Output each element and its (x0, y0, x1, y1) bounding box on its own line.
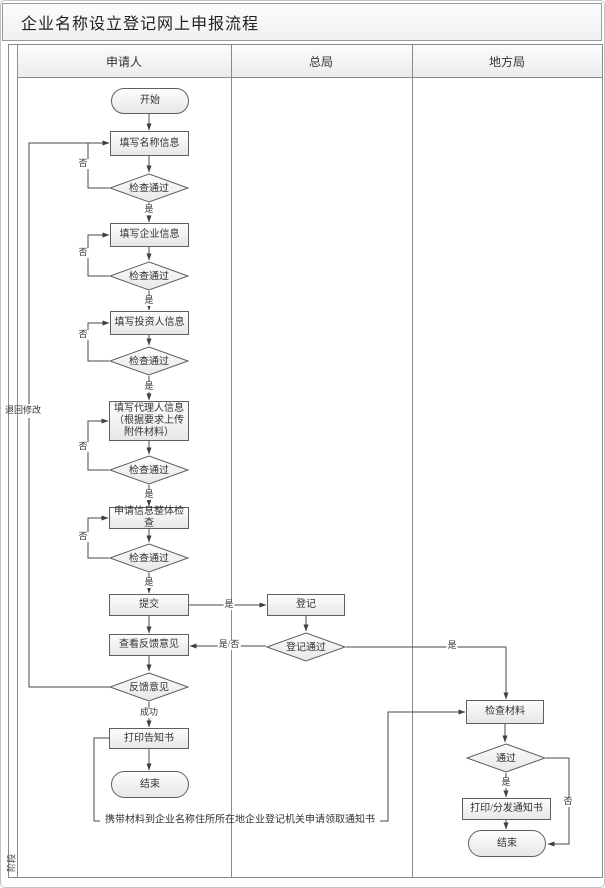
decision-check-3: 检查通过 (108, 346, 190, 376)
node-end-local: 结束 (468, 830, 546, 857)
svg-text:反馈意见: 反馈意见 (129, 681, 169, 694)
svg-text:检查通过: 检查通过 (129, 464, 169, 477)
wire-bringmaterials-a (93, 737, 109, 822)
page-title: 企业名称设立登记网上申报流程 (21, 16, 260, 33)
wire-feedback-return-b (28, 142, 101, 404)
wire-check5-no (87, 515, 109, 559)
decision-check-5: 检查通过 (108, 543, 190, 573)
wire-check1-no (87, 140, 110, 189)
node-print-notice: 打印告知书 (109, 728, 189, 749)
node-submit: 提交 (109, 594, 189, 616)
decision-feedback: 反馈意见 (108, 672, 190, 702)
wire-check4-no (87, 418, 109, 471)
svg-text:登记通过: 登记通过 (286, 641, 326, 654)
svg-text:检查通过: 检查通过 (129, 552, 169, 565)
wire-regpass-checkmaterials (346, 646, 509, 700)
node-fill-enterprise: 填写企业信息 (110, 223, 189, 247)
edge-label-return-modify: 退回修改 (4, 405, 42, 416)
node-overall-check: 申请信息整体检查 (109, 506, 189, 529)
node-register: 登记 (267, 594, 345, 616)
edge-label-yes-1: 是 (143, 204, 155, 215)
decision-pass: 通过 (465, 743, 547, 773)
title-bar: 企业名称设立登记网上申报流程 (2, 3, 602, 41)
node-print-distribute: 打印/分发通知书 (462, 798, 551, 820)
edge-label-no-1: 否 (77, 158, 89, 169)
wire-check2-no (87, 232, 110, 277)
edge-label-pass-yes: 是 (500, 777, 512, 788)
svg-text:通过: 通过 (496, 752, 516, 765)
node-check-materials: 检查材料 (466, 700, 544, 724)
svg-text:检查通过: 检查通过 (129, 270, 169, 283)
svg-text:检查通过: 检查通过 (129, 355, 169, 368)
edge-label-yes-3: 是 (143, 381, 155, 392)
wires (28, 114, 570, 847)
decision-check-1: 检查通过 (108, 173, 190, 203)
edge-label-yes-5: 是 (143, 577, 155, 588)
edge-label-bring-materials: 携带材料到企业名称住所所在地企业登记机关申请领取通知书 (105, 814, 375, 826)
edge-label-no-2: 否 (77, 247, 89, 258)
wire-feedback-return-a (28, 418, 111, 688)
lane-header-local-bureau: 地方局 (488, 55, 526, 69)
node-fill-investor: 填写投资人信息 (110, 311, 189, 335)
wire-bringmaterials-b (380, 709, 466, 822)
edge-label-no-5: 否 (77, 531, 89, 542)
edge-label-no-4: 否 (77, 441, 89, 452)
edge-label-yes-4: 是 (143, 489, 155, 500)
edge-label-success: 成功 (138, 707, 160, 718)
node-fill-agent: 填写代理人信息（根据要求上传附件材料） (109, 401, 189, 441)
wire-check3-no (87, 320, 110, 362)
decision-register-pass: 登记通过 (265, 632, 347, 662)
edge-label-register-yes-no: 是/否 (217, 639, 241, 650)
lane-header-applicant: 申请人 (105, 55, 143, 69)
node-view-feedback: 查看反馈意见 (109, 634, 189, 656)
lane-header-general-bureau: 总局 (308, 55, 334, 69)
edge-label-register-yes: 是 (446, 640, 458, 651)
node-end-applicant: 结束 (111, 771, 189, 798)
node-fill-name: 填写名称信息 (110, 131, 189, 156)
decision-check-4: 检查通过 (108, 455, 190, 485)
node-start: 开始 (111, 88, 189, 114)
edge-label-no-3: 否 (77, 329, 89, 340)
edge-label-submit-yes: 是 (223, 599, 235, 610)
decision-check-2: 检查通过 (108, 261, 190, 291)
svg-text:检查通过: 检查通过 (129, 182, 169, 195)
phase-band-label: 阶段 (6, 853, 17, 873)
edge-label-yes-2: 是 (143, 295, 155, 306)
swimlane-chrome (8, 44, 603, 878)
edge-label-pass-no: 否 (562, 796, 574, 807)
